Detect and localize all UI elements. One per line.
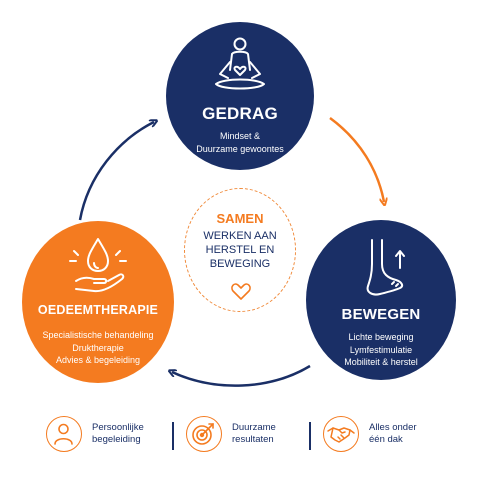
arrow-gedrag-to-bewegen — [329, 116, 384, 202]
bewegen-line-1: Lichte beweging — [348, 332, 414, 342]
oedeemtherapie-line-1: Specialistische behandeling — [42, 330, 154, 340]
bewegen-circle: BEWEGEN Lichte beweging Lymfestimulatie … — [306, 220, 456, 380]
person-icon — [46, 416, 82, 452]
footer-label-begeleiding-line-2: begeleiding — [92, 434, 141, 445]
heart-icon — [231, 283, 251, 300]
footer-label-begeleiding-line-1: Persoonlijke — [92, 422, 144, 433]
center-line-3: BEWEGING — [209, 258, 271, 270]
bewegen-line-3: Mobiliteit & herstel — [344, 357, 418, 367]
meditation-heart-icon — [215, 37, 265, 90]
footer-label-resultaten-line-1: Duurzame — [232, 422, 276, 433]
footer-label-een-dak: Alles onder één dak — [369, 422, 417, 446]
footer-divider-2 — [309, 422, 311, 450]
footer-label-een-dak-line-2: één dak — [369, 434, 403, 445]
center-description: WERKEN AAN HERSTEL EN BEWEGING — [185, 229, 295, 271]
handshake-icon — [323, 416, 359, 452]
arrow-oedeem-to-gedrag — [78, 122, 154, 221]
gedrag-title: GEDRAG — [202, 104, 278, 123]
bewegen-line-2: Lymfestimulatie — [349, 344, 413, 355]
target-icon — [186, 416, 222, 452]
oedeemtherapie-line-2: Druktherapie — [72, 342, 124, 353]
footer-divider-1 — [172, 422, 174, 450]
gedrag-circle: GEDRAG Mindset & Duurzame gewoontes — [166, 22, 314, 170]
gedrag-description: Mindset & Duurzame gewoontes — [166, 130, 314, 155]
hand-drop-icon — [69, 238, 127, 293]
gedrag-line-1: Mindset & — [219, 131, 261, 141]
oedeemtherapie-title: OEDEEMTHERAPIE — [37, 303, 159, 317]
center-statement: SAMEN WERKEN AAN HERSTEL EN BEWEGING — [184, 188, 296, 312]
gedrag-line-2: Duurzame gewoontes — [196, 143, 284, 154]
bewegen-description: Lichte beweging Lymfestimulatie Mobilite… — [306, 331, 456, 369]
arrow-bewegen-to-oedeem — [172, 364, 311, 387]
bewegen-title: BEWEGEN — [341, 306, 421, 323]
footer-label-een-dak-line-1: Alles onder — [369, 422, 417, 433]
oedeemtherapie-circle: OEDEEMTHERAPIE Specialistische behandeli… — [22, 221, 174, 383]
footer-label-begeleiding: Persoonlijke begeleiding — [92, 422, 144, 446]
center-line-2: HERSTEL EN — [205, 244, 275, 256]
oedeemtherapie-line-3: Advies & begeleiding — [55, 355, 141, 365]
center-samen: SAMEN — [216, 211, 264, 226]
footer-label-resultaten: Duurzame resultaten — [232, 422, 276, 446]
foot-arrow-icon — [366, 239, 405, 296]
center-line-1: WERKEN AAN — [203, 230, 277, 242]
oedeemtherapie-description: Specialistische behandeling Druktherapie… — [22, 329, 174, 367]
footer-label-resultaten-line-2: resultaten — [232, 434, 274, 445]
